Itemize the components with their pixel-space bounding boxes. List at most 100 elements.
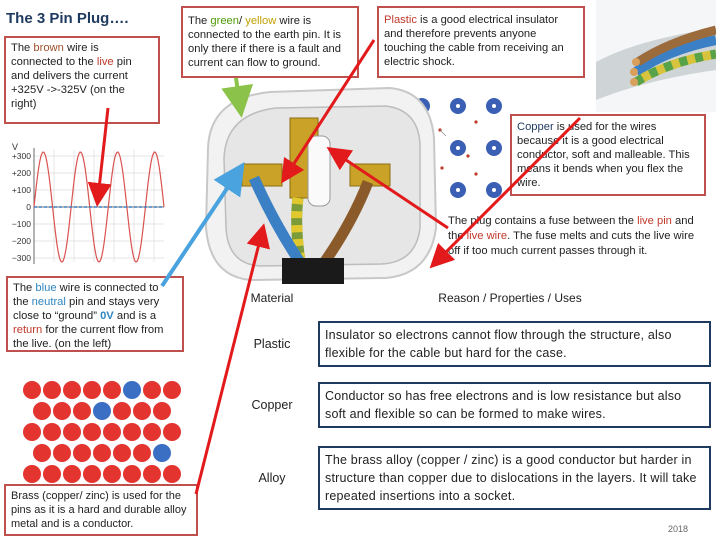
material-cell: Alloy [258, 471, 286, 485]
plug-photo [204, 86, 438, 284]
text: pin and delivers the current +325V ->-32… [11, 56, 132, 110]
live-sine-wave [33, 151, 165, 263]
tick-label: −200 [12, 236, 31, 246]
cable [282, 258, 344, 284]
reason-cell: Conductor so has free electrons and is l… [318, 382, 711, 428]
tick-label: +200 [12, 168, 31, 178]
reason-cell: Insulator so electrons cannot flow throu… [318, 321, 711, 367]
copper-atom [113, 444, 131, 462]
copper-atom [33, 444, 51, 462]
text: pin and stays very close to “ground” [13, 296, 160, 322]
copper-word: Copper [517, 121, 554, 133]
text: wire is connected to the earth pin. It i… [188, 15, 341, 69]
earth-wire-box: The green/ yellow wire is connected to t… [181, 6, 359, 78]
y-axis-label: V [12, 142, 18, 152]
brass-box: Brass (copper/ zinc) is used for the pin… [4, 484, 198, 536]
table-header-row: Material Reason / Properties / Uses [236, 282, 712, 314]
page-title: The 3 Pin Plug…. [6, 10, 129, 27]
copper-atom [93, 444, 111, 462]
copper-atom [53, 444, 71, 462]
brown-word: brown [33, 42, 64, 54]
arrow-fuse [326, 147, 449, 230]
brass-atoms [23, 381, 181, 483]
copper-atom [143, 381, 161, 399]
plastic-box: Plastic is a good electrical insulator a… [377, 6, 585, 78]
ac-voltage-graph: V +300 +200 +100 0 −100 −200 −300 [4, 140, 166, 268]
copper-atom [123, 423, 141, 441]
copper-atom [143, 465, 161, 483]
green-word: green [210, 15, 240, 27]
arrow-brass [194, 223, 270, 495]
header-reason: Reason / Properties / Uses [438, 291, 582, 305]
copper-atom [63, 381, 81, 399]
material-cell: Copper [251, 398, 293, 412]
text: is used for the wires because it is a go… [517, 121, 690, 189]
copper-atom [133, 444, 151, 462]
text: wire is connected to the [11, 42, 99, 68]
zinc-atom [153, 444, 171, 462]
text: / [239, 15, 246, 27]
copper-atom [103, 423, 121, 441]
copper-atom [163, 423, 181, 441]
tick-label: +100 [12, 185, 31, 195]
tick-label: 0 [26, 202, 31, 212]
live-word: live [96, 56, 114, 68]
tick-label: −100 [12, 219, 31, 229]
copper-atom [83, 465, 101, 483]
copper-atom [53, 402, 71, 420]
copper-atom [163, 465, 181, 483]
arrow-copper [429, 116, 582, 269]
fuse-text: The plug contains a fuse between the liv… [448, 214, 706, 259]
live-pin-word: live pin [637, 215, 672, 227]
zinc-atom [93, 402, 111, 420]
copper-atom [103, 381, 121, 399]
properties-table: Material Reason / Properties / Uses Plas… [236, 282, 712, 520]
tick-label: +300 [12, 151, 31, 161]
text: for the current flow from the live. (on … [13, 324, 164, 350]
copper-atom [43, 423, 61, 441]
blue-wire-box: The blue wire is connected to the neutra… [6, 276, 184, 352]
material-cell: Plastic [253, 337, 291, 351]
footer-year: 2018 [668, 524, 689, 534]
text: and is a [113, 310, 157, 322]
brass-lattice-diagram [23, 381, 181, 483]
text: is a good electrical insulator and there… [384, 14, 564, 68]
arrow-brown-to-graph [87, 107, 112, 207]
copper-atom [33, 402, 51, 420]
copper-atom [143, 423, 161, 441]
reason-cell: The brass alloy (copper / zinc) is a goo… [318, 446, 711, 510]
text: wire is connected to the [13, 282, 159, 308]
brass-text: Brass (copper/ zinc) is used for the pin… [11, 490, 187, 530]
header-material: Material [250, 291, 294, 305]
copper-atom [113, 402, 131, 420]
copper-atom [123, 465, 141, 483]
copper-atom [103, 465, 121, 483]
copper-atom [83, 423, 101, 441]
copper-atom [23, 381, 41, 399]
copper-atom [23, 465, 41, 483]
plastic-word: Plastic [384, 14, 417, 26]
arrow-blue-wire [160, 162, 245, 288]
copper-atom [133, 402, 151, 420]
copper-atom [73, 444, 91, 462]
text: The plug contains a fuse between the [448, 215, 638, 227]
copper-atom [73, 402, 91, 420]
arrow-plastic [281, 39, 376, 184]
table-row: Alloy The brass alloy (copper / zinc) is… [236, 436, 712, 520]
yellow-word: yellow [245, 15, 277, 27]
text: The [13, 282, 36, 294]
copper-atom [23, 423, 41, 441]
text: The [188, 15, 211, 27]
live-wire-word: live wire [466, 230, 508, 242]
tick-label: −300 [12, 253, 31, 263]
text: . The fuse melts and cuts the live wire … [448, 230, 695, 257]
text: The [11, 42, 34, 54]
blue-word: blue [35, 282, 57, 294]
table-row: Plastic Insulator so electrons cannot fl… [236, 314, 712, 374]
copper-atom [153, 402, 171, 420]
neutral-word: neutral [31, 296, 66, 308]
copper-atom [43, 381, 61, 399]
cable-photo [596, 0, 716, 112]
copper-atom [43, 465, 61, 483]
table-row: Copper Conductor so has free electrons a… [236, 374, 712, 436]
